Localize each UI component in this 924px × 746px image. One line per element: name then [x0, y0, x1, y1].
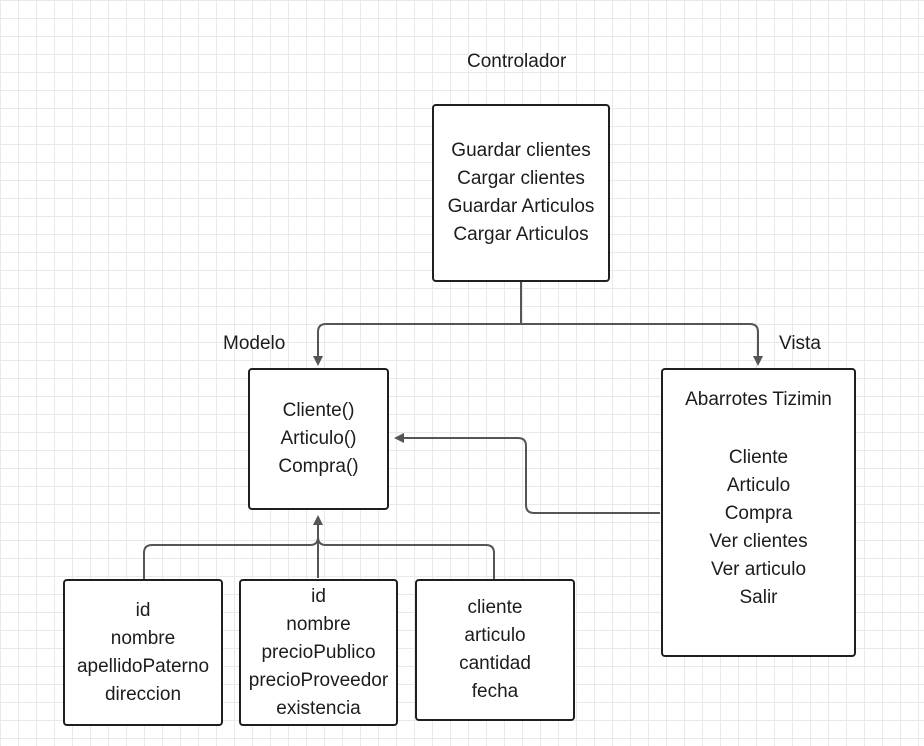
cliente-attribute: apellidoPaterno — [76, 655, 210, 677]
modelo-class: Cliente() — [282, 400, 355, 421]
controlador-method: Guardar Articulos — [447, 196, 595, 217]
articulo-attribute: id — [311, 585, 326, 607]
modelo-class: Compra() — [278, 456, 359, 477]
vista-menu-item: Compra — [724, 503, 793, 524]
arrow-controlador-to-vista — [521, 323, 763, 366]
vista-menu-item: Ver articulo — [710, 559, 807, 580]
arrow-controlador-to-modelo — [313, 282, 522, 366]
vista-menu-item: Ver clientes — [709, 531, 808, 552]
vista-menu-item: Articulo — [726, 475, 791, 496]
line-cliente-up — [143, 536, 319, 579]
articulo-attribute: existencia — [276, 697, 361, 719]
modelo-class: Articulo() — [280, 428, 357, 449]
articulo-attribute: precioProveedor — [248, 669, 389, 691]
line-compra-up — [317, 536, 495, 579]
modelo-label: Modelo — [223, 333, 286, 354]
vista-title: Abarrotes Tizimin — [685, 389, 832, 410]
compra-attribute: cliente — [467, 597, 523, 618]
controlador-box: Guardar clientes Cargar clientes Guardar… — [432, 104, 610, 282]
arrow-vista-to-modelo — [394, 433, 660, 514]
articulo-attribute: nombre — [286, 613, 351, 635]
articulo-attribute: precioPublico — [261, 641, 376, 663]
controlador-method: Cargar Articulos — [453, 224, 589, 245]
cliente-attribute: direccion — [104, 683, 182, 705]
controlador-method: Cargar clientes — [457, 168, 585, 189]
compra-attributes-box: cliente articulo cantidad fecha — [415, 579, 575, 721]
cliente-attribute: id — [135, 599, 151, 621]
cliente-attributes-box: id nombre apellidoPaterno direccion — [63, 579, 223, 726]
vista-label: Vista — [779, 333, 821, 354]
modelo-box: Cliente() Articulo() Compra() — [248, 368, 389, 510]
controlador-method: Guardar clientes — [451, 140, 591, 161]
vista-menu-item: Cliente — [728, 447, 789, 468]
compra-attribute: fecha — [471, 681, 519, 702]
articulo-attributes-box: id nombre precioPublico precioProveedor … — [239, 579, 398, 726]
vista-menu-item: Salir — [739, 587, 778, 608]
cliente-attribute: nombre — [110, 627, 176, 649]
vista-box: Abarrotes Tizimin Cliente Articulo Compr… — [661, 368, 856, 657]
compra-attribute: articulo — [464, 625, 526, 646]
controlador-label: Controlador — [467, 51, 567, 72]
compra-attribute: cantidad — [459, 653, 531, 674]
